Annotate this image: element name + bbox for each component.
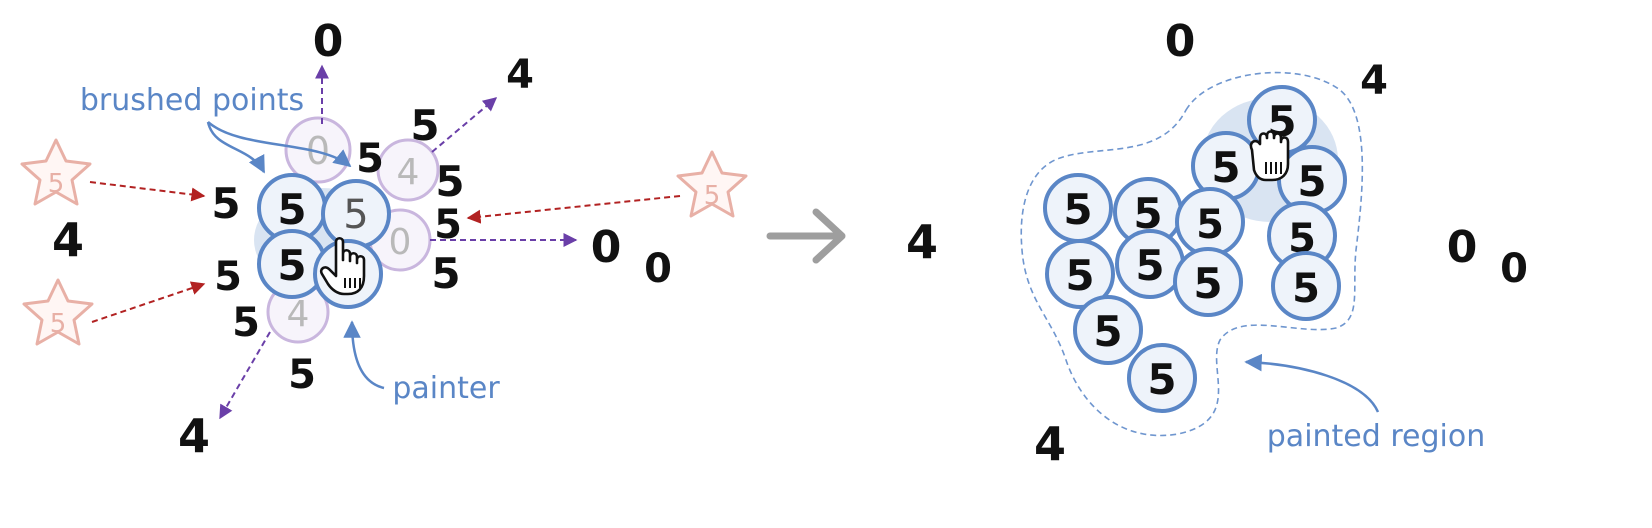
digit: 4	[1034, 417, 1066, 471]
left-panel: 0 4 0 4 5 5 5 5	[20, 16, 748, 463]
star-digit: 5	[50, 309, 67, 339]
faded-point: 0	[284, 116, 352, 184]
painted-region-pointer	[1244, 353, 1380, 413]
push-arrows	[219, 64, 578, 420]
painted-point: 5	[1115, 229, 1185, 299]
digit: 5	[211, 179, 240, 228]
brushed-points-label: brushed points	[80, 83, 304, 118]
right-panel: 5 5 5 5 5 5 5 5 5 5 5 5 5 0 4 4 0 0 4 pa…	[906, 16, 1528, 471]
painted-point: 5	[1043, 173, 1113, 243]
painted-digit: 5	[1211, 143, 1240, 192]
painted-point: 5	[1175, 187, 1245, 257]
painted-point: 5	[321, 179, 391, 249]
painted-digit: 5	[1147, 355, 1176, 404]
faded-point: 4	[376, 138, 440, 202]
painted-digit: 5	[277, 185, 306, 234]
digit: 5	[434, 202, 462, 248]
digit: 5	[232, 300, 260, 346]
digit: 0	[644, 246, 672, 292]
painted-digit: 5	[1292, 266, 1320, 312]
painted-point: 5	[1271, 251, 1341, 321]
painted-point: 5	[1173, 247, 1243, 317]
digit: 4	[178, 409, 210, 463]
digit: 5	[435, 157, 464, 206]
faded-digit: 0	[389, 222, 412, 263]
digit: 0	[313, 16, 344, 67]
painted-point: 5	[1073, 295, 1143, 365]
painter-label: painter	[392, 371, 500, 406]
star-icon: 5	[676, 150, 748, 218]
star-icon: 5	[20, 138, 92, 206]
painted-digit: 5	[343, 192, 368, 238]
digit: 0	[1165, 16, 1196, 67]
painted-point: 5	[1113, 177, 1183, 247]
painted-digit: 5	[1196, 202, 1224, 248]
painted-point: 5	[1127, 343, 1197, 413]
digit: 5	[431, 249, 460, 298]
painted-digit: 5	[277, 241, 306, 290]
digit: 0	[1500, 246, 1528, 292]
brushed-points-pointer	[206, 121, 352, 174]
painted-digit: 5	[1093, 307, 1122, 356]
painted-region	[1020, 71, 1364, 437]
right-arrow-icon	[766, 208, 846, 264]
painted-point: 5	[1045, 239, 1115, 309]
faded-digit: 4	[397, 152, 420, 193]
digit: 5	[288, 352, 316, 398]
digit: 4	[906, 215, 938, 269]
painted-digit: 5	[1063, 185, 1092, 234]
digit: 4	[1360, 58, 1388, 104]
painted-digit: 5	[1135, 241, 1164, 290]
painted-digit: 5	[1065, 251, 1094, 300]
digit: 5	[356, 136, 384, 182]
digit: 4	[506, 52, 534, 98]
faded-digit: 4	[287, 294, 310, 335]
painted-point: 5	[1191, 131, 1261, 201]
painted-region-label: painted region	[1267, 419, 1485, 454]
digit: 0	[591, 222, 622, 273]
painted-point: 5	[257, 229, 327, 299]
painted-digit: 5	[1193, 259, 1222, 308]
star-icon: 5	[22, 278, 94, 346]
repel-arrows	[89, 181, 681, 323]
painted-digit: 5	[1297, 157, 1326, 206]
digit: 5	[214, 254, 242, 300]
star-digit: 5	[704, 181, 721, 211]
painter-pointer	[343, 320, 385, 390]
star-digit: 5	[48, 169, 65, 199]
digit: 4	[52, 213, 84, 267]
digit: 0	[1447, 222, 1478, 273]
digit: 5	[410, 101, 439, 150]
